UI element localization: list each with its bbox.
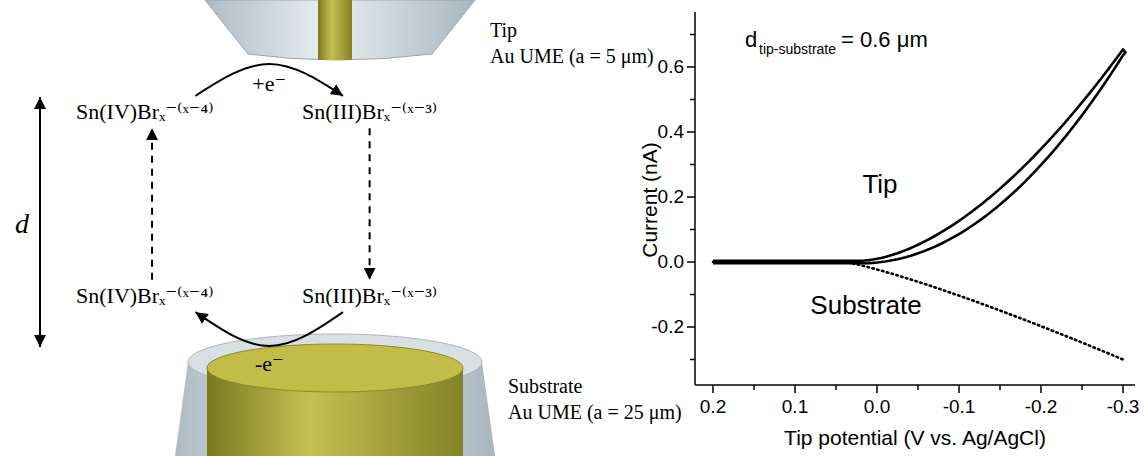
x-axis xyxy=(695,384,1135,386)
y-tick xyxy=(690,229,695,231)
annotation-subscript: tip-substrate xyxy=(759,41,836,57)
tick-label: 0.2 xyxy=(700,396,726,418)
x-tick xyxy=(835,385,837,390)
x-tick xyxy=(917,385,919,390)
y-axis xyxy=(694,12,696,385)
x-tick xyxy=(753,385,755,390)
part-spec: Au UME (a = 5 μm) xyxy=(490,45,654,68)
transport-arrow xyxy=(369,128,371,280)
x-tick xyxy=(1040,385,1042,393)
y-tick xyxy=(690,99,695,101)
y-tick xyxy=(687,261,695,263)
substrate-gold-face xyxy=(207,344,463,392)
species-label: Sn(IV)Brₓ⁻⁽ˣ⁻⁴⁾ xyxy=(72,280,218,312)
y-tick xyxy=(687,196,695,198)
annotation: d xyxy=(745,27,757,52)
species-formula: Sn(IV)Brₓ⁻⁽ˣ⁻⁴⁾ xyxy=(76,283,214,309)
substrate-cv-curve xyxy=(713,262,1123,360)
curve-label: Substrate xyxy=(810,291,921,321)
species-formula: Sn(III)Brₓ⁻⁽ˣ⁻³⁾ xyxy=(302,283,437,309)
distance-symbol: d xyxy=(15,208,29,240)
tick-label: -0.3 xyxy=(1107,396,1140,418)
tick-label: 0.4 xyxy=(658,121,684,143)
tick-label: -0.2 xyxy=(1025,396,1058,418)
y-tick xyxy=(690,294,695,296)
species-formula: Sn(IV)Brₓ⁻⁽ˣ⁻⁴⁾ xyxy=(76,99,214,125)
y-tick xyxy=(687,326,695,328)
tip-glass-sheath xyxy=(205,0,475,60)
species-formula: Sn(III)Brₓ⁻⁽ˣ⁻³⁾ xyxy=(302,99,437,125)
y-tick xyxy=(690,34,695,36)
part-name: Tip xyxy=(490,19,517,42)
axis-title: Current (nA) xyxy=(638,142,662,258)
curve-label: Tip xyxy=(862,170,897,200)
x-tick xyxy=(1081,385,1083,390)
tick-label: 0.1 xyxy=(782,396,808,418)
part-spec: Au UME (a = 25 μm) xyxy=(508,401,682,424)
transport-arrow xyxy=(151,128,153,280)
x-tick xyxy=(876,385,878,393)
tick-label: 0.0 xyxy=(658,251,684,273)
electron-transfer-label: -e⁻ xyxy=(252,351,287,376)
y-tick xyxy=(690,164,695,166)
annotation: = 0.6 μm xyxy=(841,27,928,52)
y-tick xyxy=(690,359,695,361)
electron-transfer-label: +e⁻ xyxy=(249,71,289,96)
distance-arrow xyxy=(39,97,41,347)
tick-label: -0.1 xyxy=(943,396,976,418)
x-tick xyxy=(999,385,1001,390)
y-tick xyxy=(687,131,695,133)
x-tick xyxy=(1122,385,1124,393)
axis-title: Tip potential (V vs. Ag/AgCl) xyxy=(784,426,1046,450)
tick-label: 0.2 xyxy=(658,186,684,208)
electron-transfer-arrow xyxy=(196,312,343,346)
species-label: Sn(IV)Brₓ⁻⁽ˣ⁻⁴⁾ xyxy=(72,96,218,128)
tip-gold-wire xyxy=(318,0,352,60)
cv-curves xyxy=(713,49,1125,359)
x-tick xyxy=(794,385,796,393)
species-label: Sn(III)Brₓ⁻⁽ˣ⁻³⁾ xyxy=(298,280,441,312)
x-tick xyxy=(958,385,960,393)
tick-label: 0.0 xyxy=(864,396,890,418)
x-tick xyxy=(712,385,714,393)
part-name: Substrate xyxy=(508,375,582,398)
axis-ticks xyxy=(687,35,1123,394)
electron-transfer-arrow xyxy=(196,64,343,96)
tip-cv-curve xyxy=(713,49,1125,263)
y-tick xyxy=(687,66,695,68)
tick-label: 0.6 xyxy=(658,56,684,78)
tick-label: -0.2 xyxy=(651,316,684,338)
species-label: Sn(III)Brₓ⁻⁽ˣ⁻³⁾ xyxy=(298,96,441,128)
